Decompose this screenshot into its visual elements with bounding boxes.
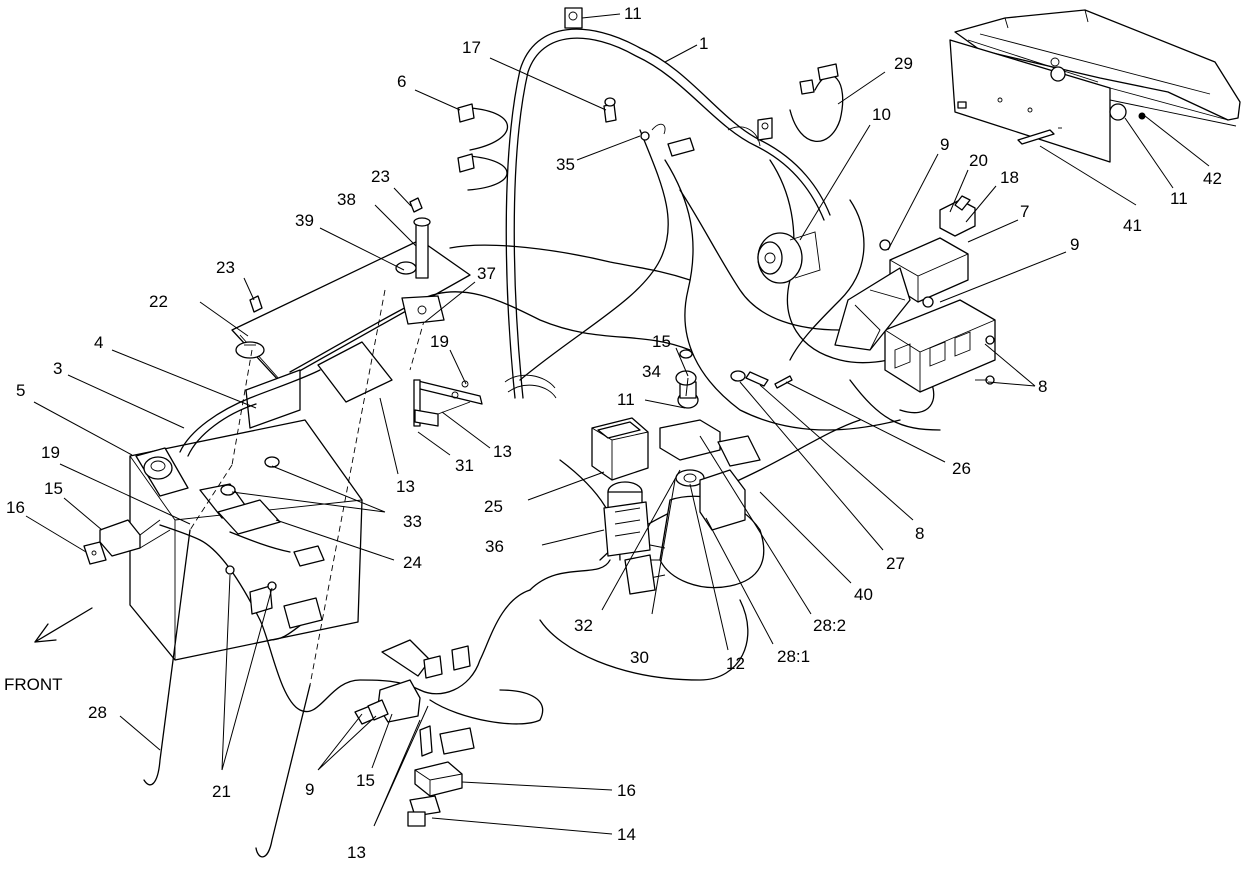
callout-26: 25 (484, 497, 503, 516)
callout-15: 13 (347, 843, 366, 862)
relay-block (834, 195, 996, 393)
callout-15: 19 (430, 332, 449, 351)
callout-16: 15 (356, 771, 375, 790)
callout-24: 33 (403, 512, 422, 531)
callout-42: 42 (1203, 169, 1222, 188)
callout-labels: 11 1 17 6 35 29 10 9 20 18 7 9 8 11 41 4… (4, 4, 1222, 862)
callout-5: 5 (16, 381, 25, 400)
callout-1: 1 (699, 34, 708, 53)
mounting-frame (949, 9, 1241, 163)
callout-13: 14 (617, 825, 636, 844)
callout-14: 16 (617, 781, 636, 800)
seat-switch (591, 417, 649, 481)
callout-40: 27 (886, 554, 905, 573)
callout-12: 28:1 (777, 647, 810, 666)
front-label: FRONT (4, 675, 63, 694)
callout-3: 3 (53, 359, 62, 378)
fuse-block-lower (407, 725, 475, 827)
parts-artwork (34, 7, 1241, 858)
callout-23: 23 (371, 167, 390, 186)
hold-down-rods (143, 289, 431, 858)
lower-fuses (354, 639, 471, 725)
callout-27: 36 (485, 537, 504, 556)
callout-9: 9 (940, 135, 949, 154)
callout-36: 8 (915, 524, 924, 543)
fuse-holder-left (83, 519, 171, 565)
callout-7: 7 (1020, 202, 1029, 221)
callout-6: 6 (397, 72, 406, 91)
callout-17: 17 (462, 38, 481, 57)
bolts-right (679, 349, 793, 389)
callout-28-1: 30 (630, 648, 649, 667)
callout-39: 39 (295, 211, 314, 230)
small-hardware (249, 7, 839, 325)
callout-25: 24 (403, 553, 422, 572)
mount-bracket-mid (413, 379, 483, 427)
callout-29: 29 (894, 54, 913, 73)
callout-32: 40 (854, 585, 873, 604)
callout-34: 15 (652, 332, 671, 351)
callout-11: 11 (624, 4, 642, 23)
battery-connectors (217, 456, 325, 629)
battery-bracket (231, 239, 471, 429)
callout-8: 26 (952, 459, 971, 478)
callout-28-2: 32 (574, 616, 593, 635)
callout-13: 31 (455, 456, 474, 475)
callout-33: 13 (493, 442, 512, 461)
callout-16: 15 (44, 479, 63, 498)
callout-31: 13 (396, 477, 415, 496)
callout-4: 4 (94, 333, 103, 352)
callout-23: 23 (216, 258, 235, 277)
callout-19: 34 (642, 362, 661, 381)
callout-28: 12 (726, 654, 745, 673)
callout-21: 28 (88, 703, 107, 722)
key-switch-bracket (639, 370, 765, 589)
callout-38: 38 (337, 190, 356, 209)
callout-15: 19 (41, 443, 60, 462)
pto-switch (603, 481, 656, 595)
callout-18: 18 (1000, 168, 1019, 187)
callout-20: 20 (969, 151, 988, 170)
harness-wires (159, 28, 951, 725)
callout-37: 37 (477, 264, 496, 283)
callout-13: 16 (6, 498, 25, 517)
callout-11: 11 (1170, 189, 1188, 208)
battery (129, 419, 363, 661)
callout-10: 10 (872, 105, 891, 124)
callout-41: 41 (1123, 216, 1142, 235)
callout-8: 8 (1038, 377, 1047, 396)
callout-11: 11 (617, 390, 635, 409)
callout-22: 22 (149, 292, 168, 311)
callout-30: 28:2 (813, 616, 846, 635)
buzzer (757, 231, 821, 284)
leader-lines (25, 13, 1210, 835)
callout-9: 9 (1070, 235, 1079, 254)
front-arrow-icon (34, 607, 93, 643)
callout-35: 35 (556, 155, 575, 174)
callout-9: 21 (212, 782, 231, 801)
callout-15: 9 (305, 780, 314, 799)
